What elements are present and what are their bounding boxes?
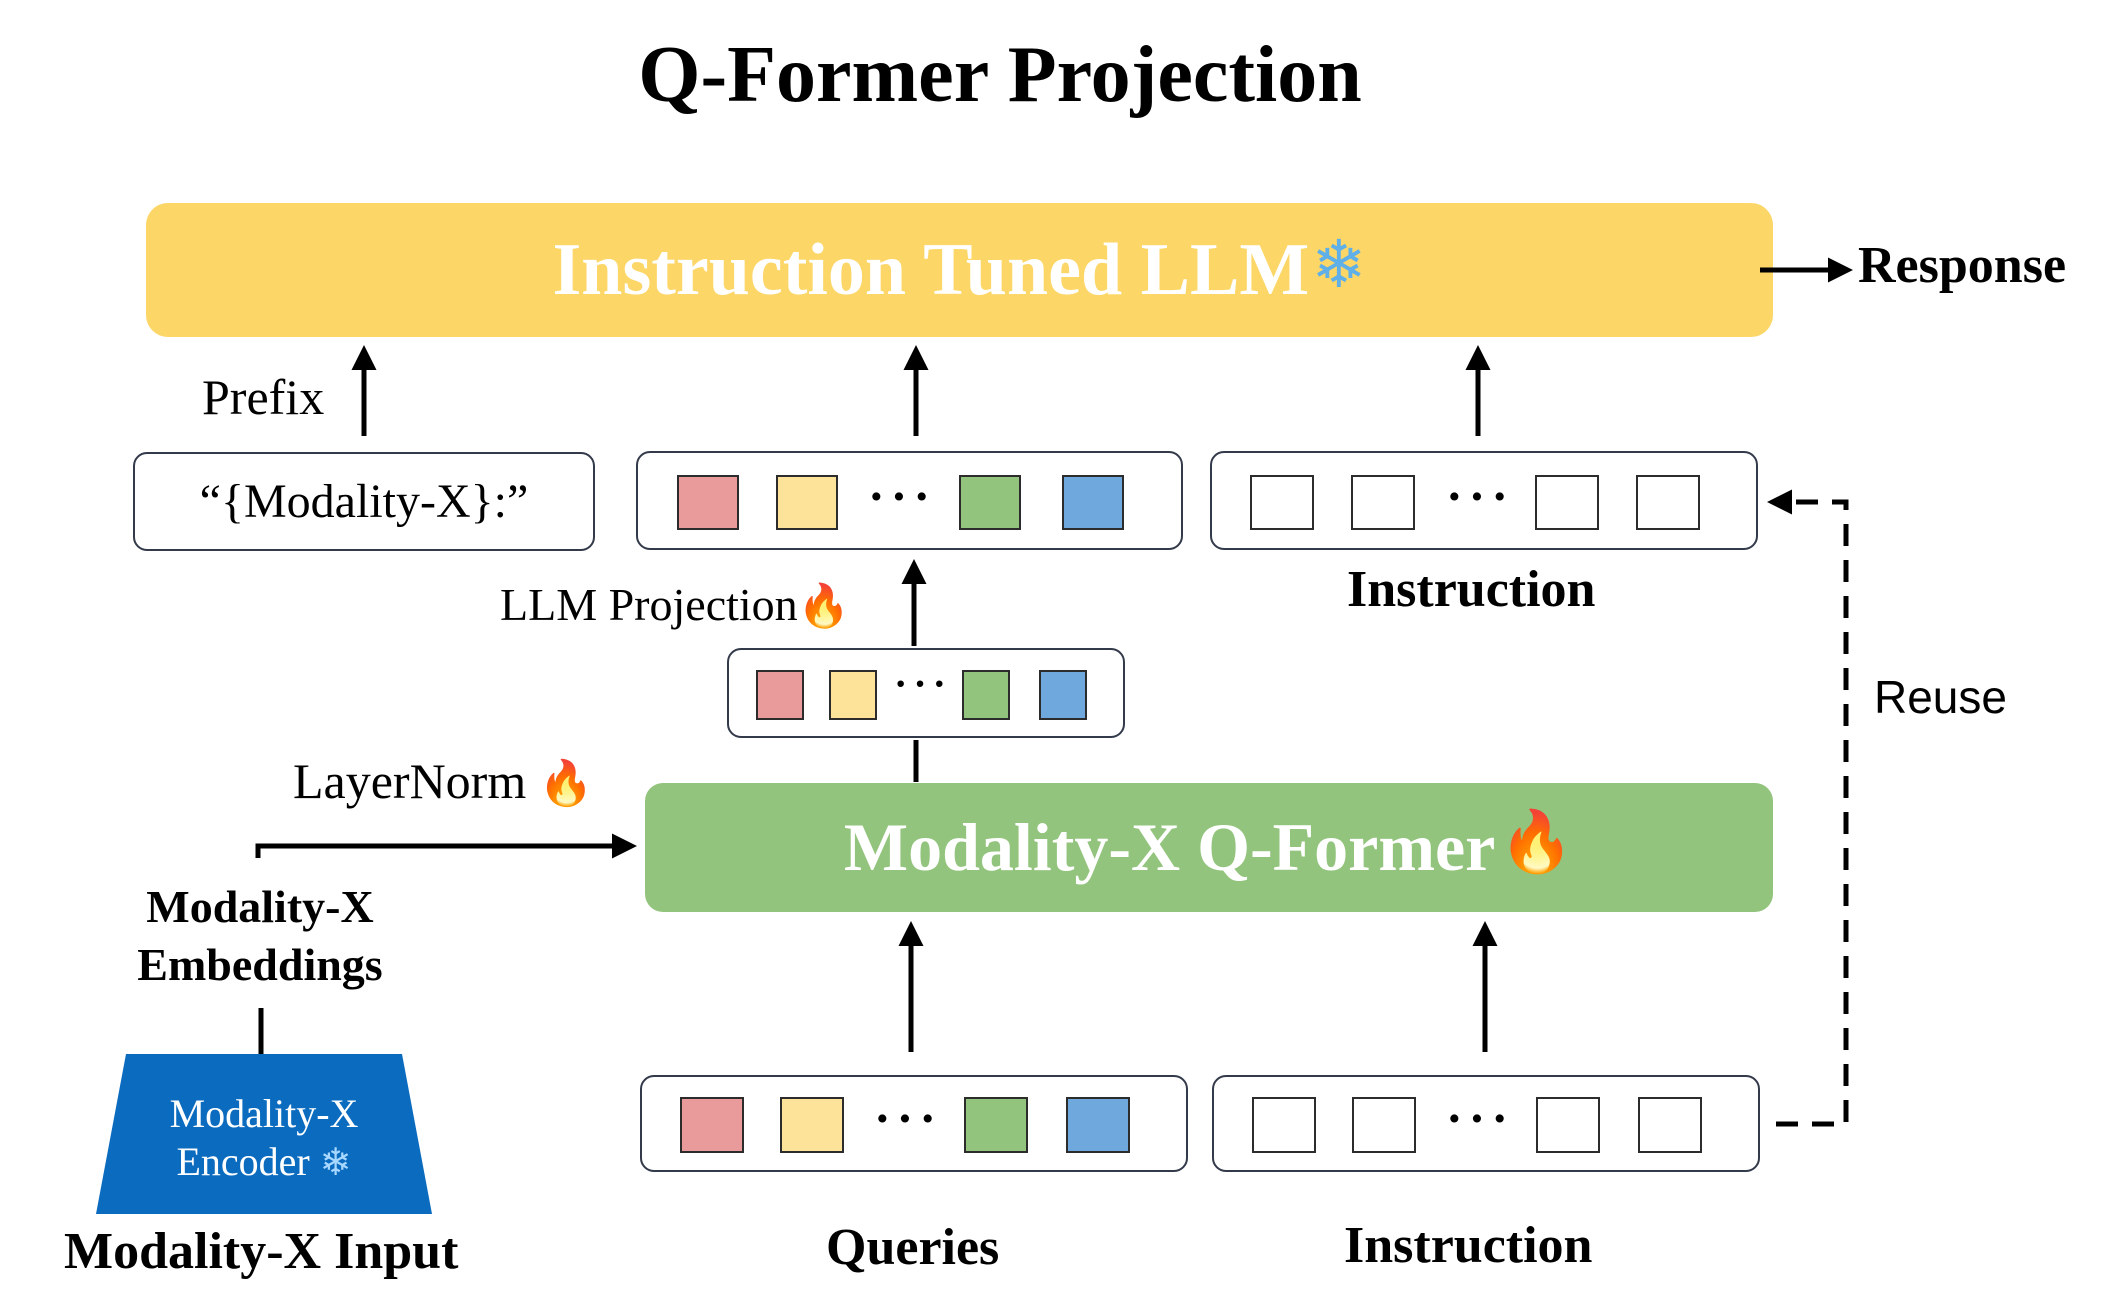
qformer-output-token-row: ···	[727, 648, 1125, 738]
token-red	[677, 475, 739, 530]
embeddings-label: Modality-X Embeddings	[110, 878, 410, 995]
encoder-label-line1: Modality-X	[169, 1091, 359, 1136]
instruction-token-row-bottom: ···	[1212, 1075, 1760, 1172]
arrow-reuse	[1767, 489, 1849, 1127]
token-empty	[1352, 1097, 1416, 1153]
response-label: Response	[1858, 237, 2067, 294]
input-label: Modality-X Input	[64, 1223, 459, 1280]
token-green	[964, 1097, 1028, 1153]
llm-block: Instruction Tuned LLM ❄	[146, 203, 1773, 337]
ellipsis: ···	[874, 1090, 943, 1146]
token-red	[756, 670, 804, 720]
encoder-block	[96, 1054, 432, 1214]
token-green	[962, 670, 1010, 720]
ellipsis: ···	[1446, 1090, 1515, 1146]
snowflake-icon: ❄	[1311, 225, 1367, 303]
prefix-box: “{Modality-X}:”	[133, 452, 595, 551]
encoder-label-line2: Encoder ❄	[96, 1138, 432, 1186]
token-blue	[1066, 1097, 1130, 1153]
token-empty	[1536, 1097, 1600, 1153]
layernorm-label: LayerNorm 🔥	[293, 752, 594, 810]
qformer-block: Modality-X Q-Former 🔥	[645, 783, 1773, 912]
prefix-label: Prefix	[202, 369, 325, 425]
instruction-token-row-top: ···	[1210, 451, 1758, 550]
flame-icon: 🔥	[1499, 807, 1575, 877]
token-empty	[1252, 1097, 1316, 1153]
token-green	[959, 475, 1021, 530]
qformer-label: Modality-X Q-Former	[843, 809, 1496, 885]
token-yellow	[776, 475, 838, 530]
token-yellow	[780, 1097, 844, 1153]
token-empty	[1636, 475, 1700, 530]
diagram-title: Q-Former Projection	[638, 31, 1362, 119]
layernorm-text: LayerNorm	[293, 753, 527, 809]
token-empty	[1250, 475, 1314, 530]
encoder-label-line2-text: Encoder	[176, 1139, 310, 1184]
flame-icon: 🔥	[797, 581, 850, 630]
token-empty	[1535, 475, 1599, 530]
snowflake-icon: ❄	[319, 1140, 352, 1184]
token-yellow	[829, 670, 877, 720]
llm-projection-label: LLM Projection🔥	[500, 578, 850, 631]
token-empty	[1351, 475, 1415, 530]
queries-token-row: ···	[640, 1075, 1188, 1172]
arrow-layernorm	[255, 833, 637, 859]
embeddings-label-line2: Embeddings	[137, 939, 383, 991]
encoder-label: Modality-X Encoder ❄	[96, 1090, 432, 1186]
queries-label: Queries	[826, 1219, 1000, 1276]
ellipsis: ···	[868, 468, 937, 524]
token-red	[680, 1097, 744, 1153]
token-blue	[1062, 475, 1124, 530]
token-blue	[1039, 670, 1087, 720]
instruction-label-bottom: Instruction	[1344, 1217, 1593, 1274]
token-empty	[1638, 1097, 1702, 1153]
ellipsis: ···	[894, 661, 953, 706]
projected-token-row: ···	[636, 451, 1183, 550]
instruction-label-top: Instruction	[1347, 561, 1596, 618]
ellipsis: ···	[1446, 468, 1515, 524]
reuse-label: Reuse	[1874, 671, 2007, 723]
prefix-text: “{Modality-X}:”	[199, 475, 529, 528]
llm-projection-text: LLM Projection	[500, 579, 798, 630]
embeddings-label-line1: Modality-X	[146, 881, 374, 932]
flame-icon: 🔥	[538, 758, 594, 809]
llm-label: Instruction Tuned LLM	[552, 228, 1310, 311]
